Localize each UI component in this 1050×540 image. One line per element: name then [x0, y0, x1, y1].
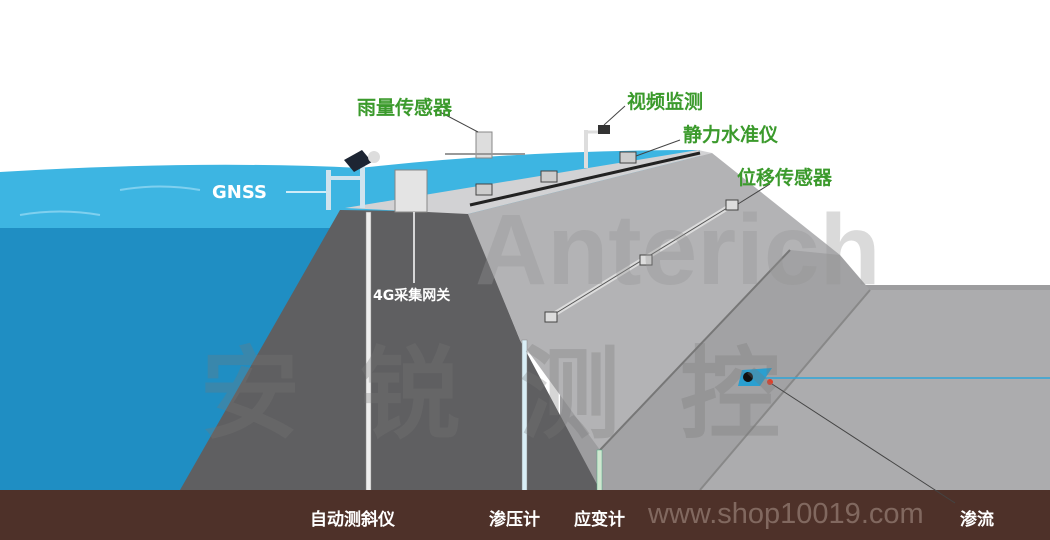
label-strain-gauge: 应变计 — [574, 510, 625, 530]
label-rain-sensor: 雨量传感器 — [357, 97, 453, 119]
static-level-unit — [475, 183, 493, 196]
label-displacement: 位移传感器 — [737, 167, 833, 189]
ground — [0, 490, 1050, 540]
label-inclinometer: 自动测斜仪 — [310, 510, 395, 530]
gnss-pole — [326, 170, 331, 210]
dam-downstream-face — [468, 153, 840, 450]
label-video: 视频监测 — [627, 91, 704, 113]
gateway-box — [394, 169, 428, 213]
dam-step-lower — [700, 290, 1050, 490]
solar-panel — [344, 150, 372, 172]
camera — [598, 125, 610, 134]
piezometer-tube — [521, 339, 528, 498]
inclinometer-tube — [365, 211, 372, 498]
label-gateway: 4G采集网关 — [373, 288, 451, 304]
dam-upstream-section — [180, 210, 600, 490]
dam-crest — [345, 150, 712, 214]
label-piezometer: 渗压计 — [489, 510, 540, 530]
wave — [19, 185, 201, 216]
label-seepage: 渗流 — [960, 510, 994, 530]
dam-step — [600, 250, 870, 490]
label-static-level: 静力水准仪 — [683, 124, 779, 146]
label-gnss: GNSS — [212, 182, 267, 203]
strain-gauge-tube — [596, 449, 603, 498]
camera-pole — [584, 130, 588, 168]
rain-gauge — [475, 131, 493, 159]
